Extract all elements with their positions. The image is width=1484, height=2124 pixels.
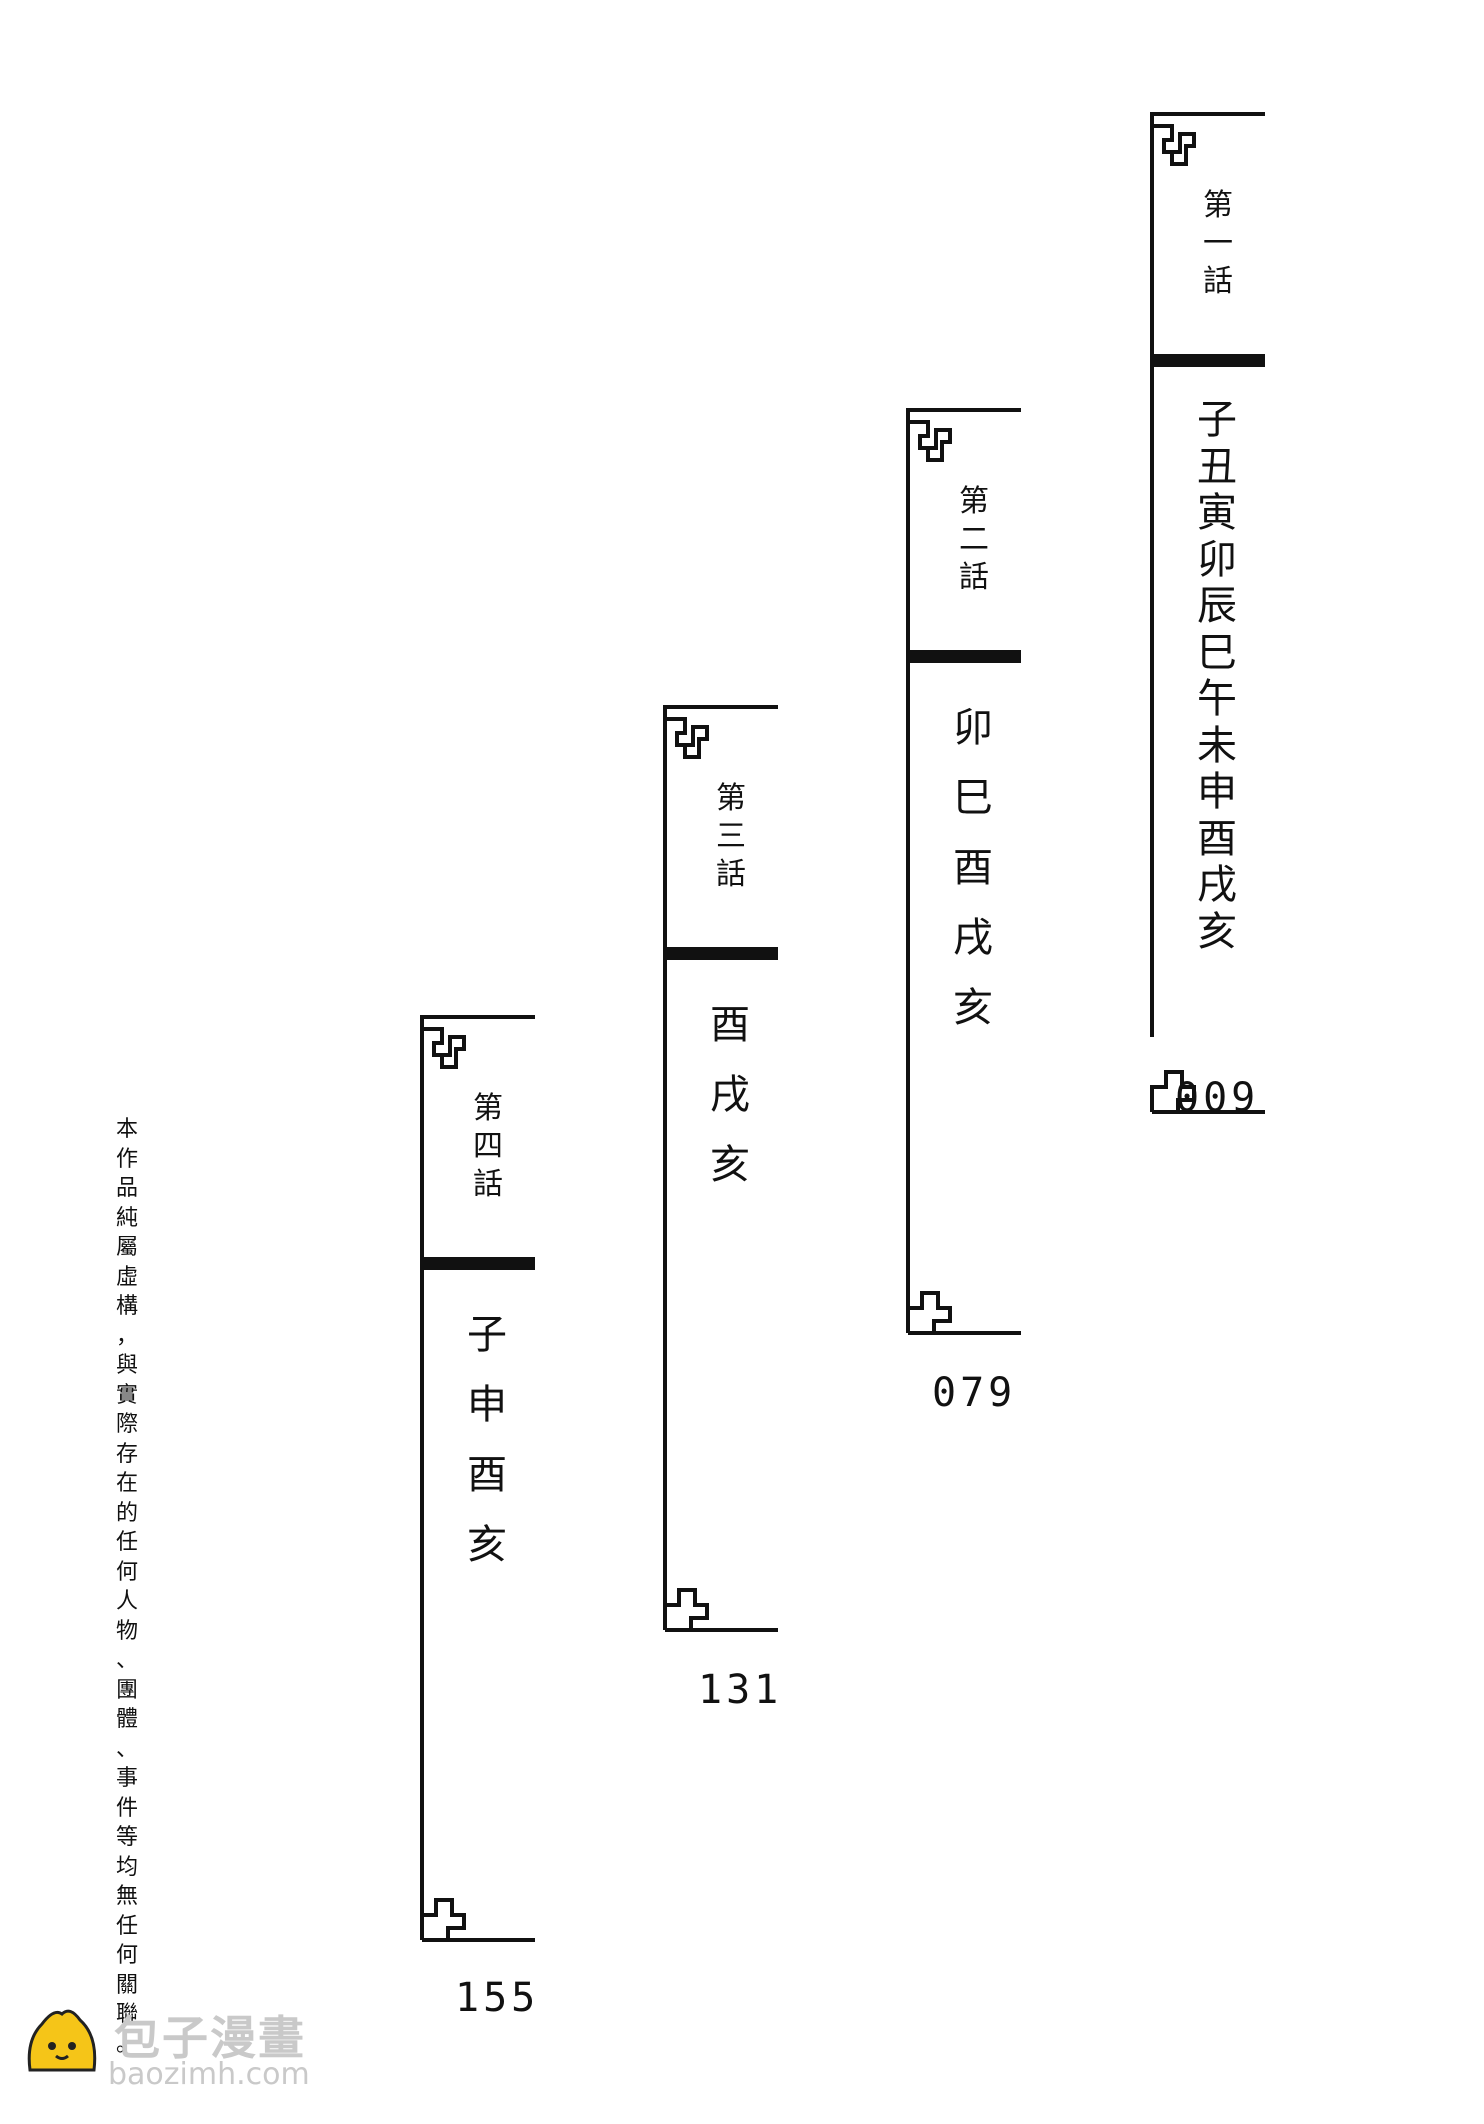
chapter-3-title: 酉戌 亥 [710, 1002, 750, 1188]
disclaimer-text: 本作 品純 屬虛 構， 與實 際存 在的 任何 人物 、團 體、 事件 等均 無… [115, 1117, 138, 2057]
chapter-1-title: 子丑 寅卯 辰巳 午未 申酉 戌亥 [1197, 397, 1237, 955]
chapter-3-number: 第 三 話 [716, 781, 746, 892]
chapter-3-frame [663, 705, 778, 1632]
chapter-4-number: 第 四 話 [473, 1091, 503, 1202]
watermark-logo[interactable]: 包子漫畫 baozimh.com [22, 2000, 322, 2100]
chapter-1-frame [1150, 112, 1265, 1114]
chapter-1-number: 第 一 話 [1203, 188, 1233, 299]
chapter-4-page-number: 155 [455, 1975, 540, 2021]
watermark-name: 包子漫畫 [114, 2011, 306, 2065]
chapter-3-page-number: 131 [698, 1667, 783, 1713]
chapter-4-frame [420, 1015, 535, 1942]
chapter-4-title: 子申 酉亥 [467, 1312, 507, 1568]
chapter-1-page-number: 009 [1175, 1075, 1260, 1121]
watermark-url: baozimh.com [108, 2057, 310, 2092]
chapter-2-number: 第 二 話 [959, 484, 989, 595]
chapter-4[interactable]: 第 四 話 子申 酉亥 [420, 1015, 545, 1945]
chapter-2-page-number: 079 [932, 1370, 1017, 1416]
bun-mascot-icon [27, 2009, 97, 2072]
chapter-3[interactable]: 第 三 話 酉戌 亥 [663, 705, 788, 1635]
chapter-2-frame [906, 408, 1021, 1335]
chapter-2[interactable]: 第 二 話 卯巳 酉戌 亥 [906, 408, 1031, 1338]
chapter-1[interactable]: 第 一 話 子丑 寅卯 辰巳 午未 申酉 戌亥 [1150, 112, 1275, 1114]
chapter-2-title: 卯巳 酉戌 亥 [953, 705, 993, 1031]
